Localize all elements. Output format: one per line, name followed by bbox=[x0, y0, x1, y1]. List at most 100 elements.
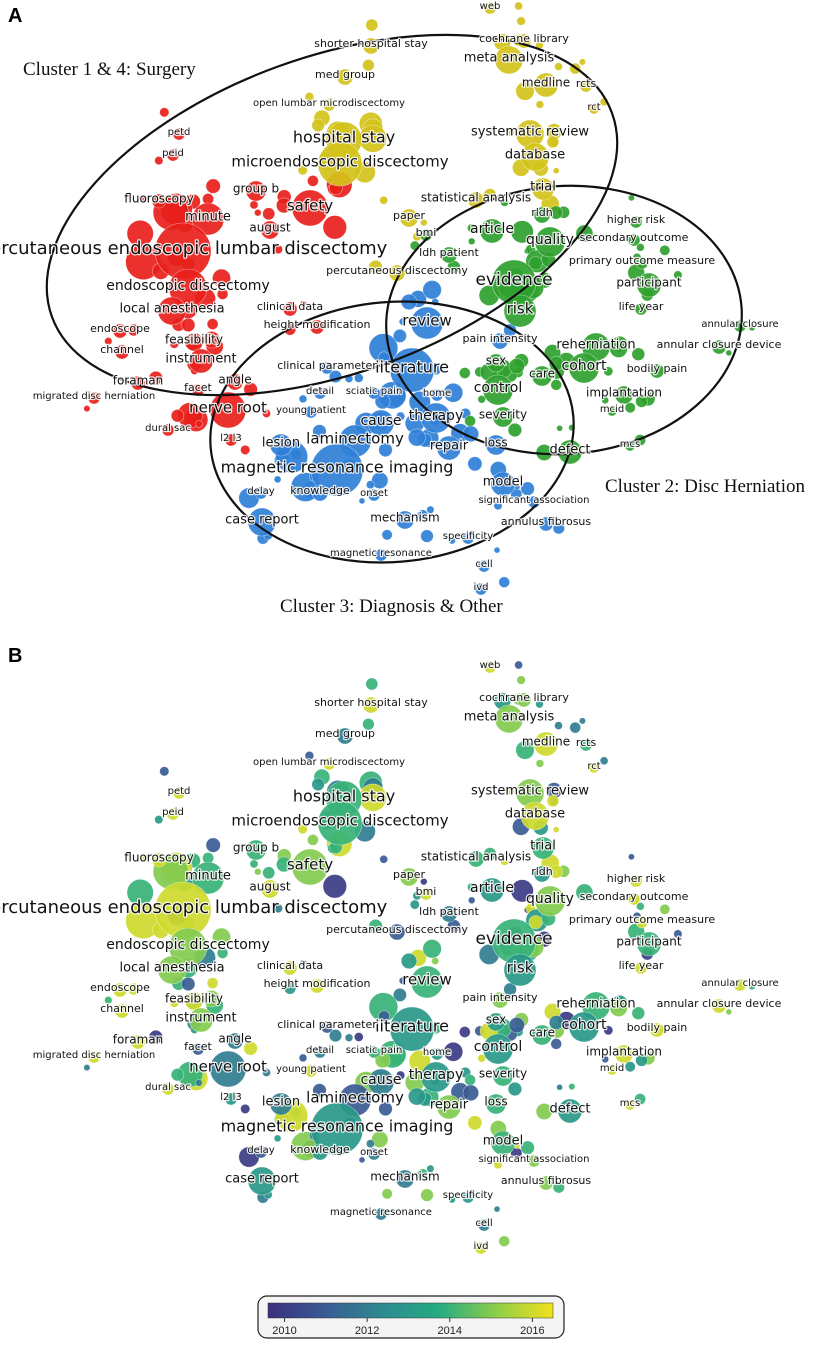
keyword-label-pain-intensity: pain intensity bbox=[463, 332, 538, 345]
keyword-bubble-minute bbox=[191, 861, 225, 895]
keyword-label-percutaneous-endoscopic-lumbar-discectomy: percutaneous endoscopic lumbar discectom… bbox=[0, 897, 388, 918]
filler-bubble bbox=[322, 874, 347, 899]
filler-bubble bbox=[298, 1053, 308, 1063]
keyword-bubble-channel bbox=[114, 344, 130, 360]
keyword-bubble-ldh-patient bbox=[440, 246, 458, 264]
keyword-label-ldh-patient: ldh patient bbox=[419, 246, 479, 259]
keyword-label-rcts: rcts bbox=[576, 77, 597, 90]
filler-bubble bbox=[205, 178, 221, 194]
keyword-label-bmi: bmi bbox=[416, 226, 437, 239]
keyword-bubble-home bbox=[430, 388, 444, 402]
filler-bubble bbox=[673, 270, 683, 280]
keyword-label-life-year: life year bbox=[619, 959, 664, 972]
keyword-label-channel: channel bbox=[100, 343, 144, 356]
keyword-label-literature: literature bbox=[375, 1017, 449, 1036]
keyword-bubble-dural-sac bbox=[161, 1082, 175, 1096]
keyword-label-trial: trial bbox=[530, 839, 556, 854]
keyword-bubble-safety bbox=[291, 848, 329, 886]
filler-bubble bbox=[631, 347, 645, 361]
keyword-bubble-l2-l3 bbox=[224, 1092, 238, 1106]
filler-bubble bbox=[374, 1052, 391, 1069]
filler-bubble bbox=[297, 165, 308, 176]
keyword-label-instrument: instrument bbox=[165, 352, 236, 367]
filler-bubble bbox=[426, 1164, 435, 1173]
filler-bubble bbox=[516, 16, 526, 26]
filler-bubble bbox=[508, 358, 525, 375]
keyword-label-web: web bbox=[480, 660, 501, 671]
cluster-2-ellipse bbox=[385, 184, 743, 456]
filler-bubble bbox=[554, 62, 563, 71]
filler-bubble bbox=[322, 215, 347, 240]
filler-bubble bbox=[467, 882, 477, 892]
keyword-bubble-annulus-fibrosus bbox=[538, 1175, 554, 1191]
keyword-label-bmi: bmi bbox=[416, 885, 437, 898]
keyword-bubble-shorter-hospital-stay bbox=[362, 696, 380, 714]
keyword-bubble-defect bbox=[557, 1098, 583, 1124]
colorbar-tick-label: 2010 bbox=[272, 1325, 296, 1337]
cluster-label-surgery: Cluster 1 & 4: Surgery bbox=[23, 59, 196, 80]
keyword-label-cause: cause bbox=[360, 1072, 401, 1088]
keyword-label-cochrane-library: cochrane library bbox=[479, 32, 569, 45]
filler-bubble bbox=[483, 847, 497, 861]
keyword-bubble-bodily-pain bbox=[649, 1022, 665, 1038]
keyword-label-lesion: lesion bbox=[262, 1095, 300, 1110]
filler-bubble bbox=[420, 1188, 434, 1202]
filler-bubble bbox=[276, 197, 292, 214]
keyword-bubble-magnetic-resonance-imaging bbox=[310, 443, 364, 497]
filler-bubble bbox=[448, 1195, 456, 1204]
cluster-label-diagnosis: Cluster 3: Diagnosis & Other bbox=[280, 596, 503, 617]
keyword-bubble-endoscopic-discectomy bbox=[168, 927, 208, 967]
filler-bubble bbox=[365, 677, 379, 691]
filler-bubble bbox=[170, 409, 185, 423]
keyword-label-clinical-parameter: clinical parameter bbox=[277, 1018, 377, 1031]
keyword-bubble-local-anesthesia bbox=[157, 296, 187, 326]
panel-b-bubbles bbox=[83, 660, 756, 1255]
keyword-label-statistical-analysis: statistical analysis bbox=[421, 850, 531, 864]
filler-bubble bbox=[448, 536, 456, 545]
keyword-label-sciatic-pain: sciatic pain bbox=[346, 1045, 403, 1056]
filler-bubble bbox=[420, 877, 428, 886]
keyword-bubble-quality bbox=[534, 885, 566, 917]
filler-bubble bbox=[141, 854, 150, 862]
keyword-bubble-ldh-patient bbox=[440, 905, 458, 923]
keyword-label-cause: cause bbox=[360, 413, 401, 429]
keyword-bubble-detail bbox=[313, 386, 327, 400]
filler-bubble bbox=[141, 195, 150, 203]
keyword-bubble-severity bbox=[492, 406, 514, 428]
keyword-bubble-rcts bbox=[579, 79, 593, 93]
keyword-bubble-mcs bbox=[624, 1099, 636, 1111]
keyword-label-review: review bbox=[402, 312, 452, 330]
keyword-label-repair: repair bbox=[430, 439, 469, 454]
panel-a-bubbles bbox=[83, 1, 756, 596]
keyword-label-facet: facet bbox=[184, 1040, 212, 1053]
keyword-label-higher-risk: higher risk bbox=[607, 213, 666, 226]
keyword-bubble-petd bbox=[172, 127, 186, 141]
keyword-bubble-repair bbox=[436, 435, 462, 461]
filler-bubble bbox=[548, 1015, 564, 1030]
keyword-label-significant-association: significant association bbox=[478, 1154, 589, 1165]
keyword-label-safety: safety bbox=[287, 197, 333, 215]
keyword-bubble-detail bbox=[313, 1045, 327, 1059]
filler-bubble bbox=[422, 280, 442, 300]
filler-bubble bbox=[516, 675, 526, 685]
filler-bubble bbox=[546, 794, 560, 808]
filler-bubble bbox=[159, 107, 170, 118]
keyword-bubble-group-b bbox=[245, 180, 267, 202]
keyword-label-cell: cell bbox=[475, 559, 492, 570]
cluster-ellipses bbox=[45, 33, 743, 564]
filler-bubble bbox=[601, 1055, 610, 1064]
keyword-bubble-fluoroscopy bbox=[151, 193, 167, 209]
keyword-bubble-literature bbox=[389, 347, 435, 393]
keyword-bubble-severity bbox=[492, 1065, 514, 1087]
keyword-bubble-cell bbox=[477, 559, 491, 573]
keyword-bubble-peid bbox=[166, 807, 180, 821]
keyword-label-trial: trial bbox=[530, 180, 556, 195]
filler-bubble bbox=[535, 100, 545, 109]
keyword-bubble-care bbox=[531, 365, 553, 387]
keyword-bubble-foraman bbox=[130, 1034, 146, 1050]
keyword-label-participant: participant bbox=[616, 276, 681, 290]
keyword-label-specificity: specificity bbox=[443, 531, 493, 542]
keyword-bubble-pain-intensity bbox=[491, 332, 509, 350]
keyword-bubble-med-group bbox=[336, 68, 354, 86]
filler-bubble bbox=[528, 256, 543, 271]
